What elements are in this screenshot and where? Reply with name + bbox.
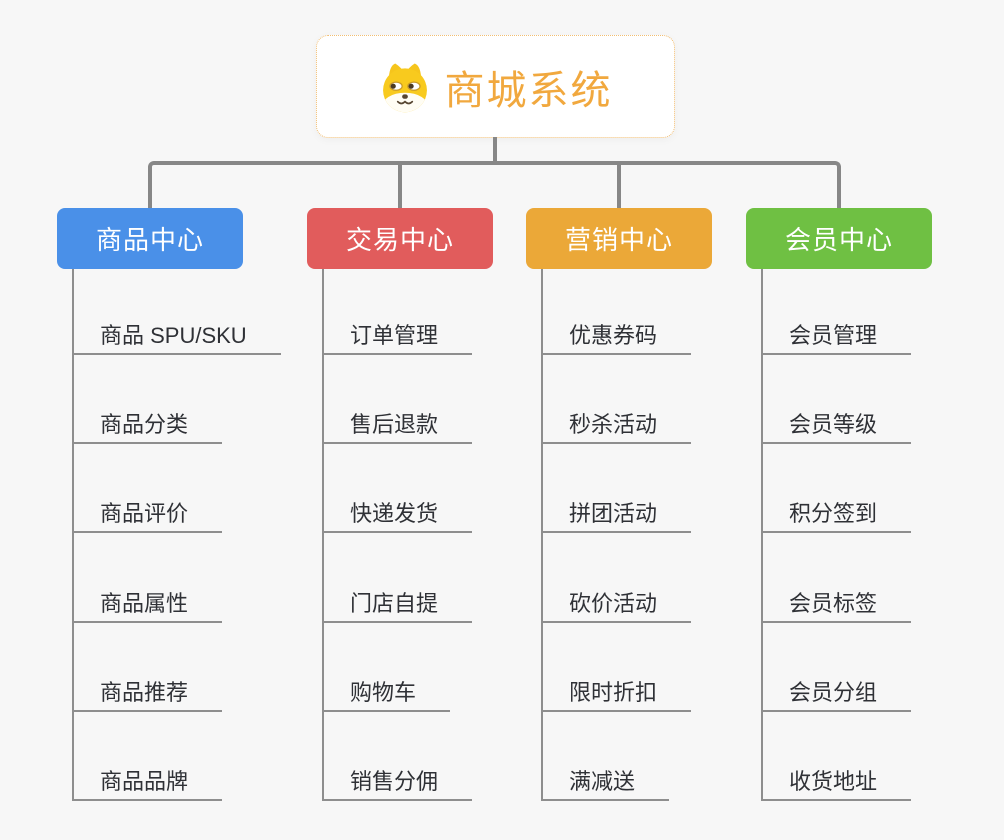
subtopic[interactable]: 收货地址 — [761, 765, 912, 801]
root-topic[interactable]: 商城系统 — [316, 35, 675, 138]
shiba-dog-icon — [379, 61, 431, 113]
branch-topic[interactable]: 会员中心 — [746, 208, 932, 269]
connector-bus — [148, 161, 841, 210]
subtopic[interactable]: 会员分组 — [761, 676, 912, 712]
subtopic[interactable]: 会员标签 — [761, 587, 912, 623]
connector-branch-trunk — [541, 269, 543, 801]
connector-branch-trunk — [72, 269, 74, 801]
subtopic[interactable]: 门店自提 — [322, 587, 473, 623]
subtopic[interactable]: 商品评价 — [72, 497, 223, 533]
subtopic[interactable]: 会员等级 — [761, 408, 912, 444]
subtopic[interactable]: 商品属性 — [72, 587, 223, 623]
subtopic[interactable]: 满减送 — [541, 765, 670, 801]
subtopic[interactable]: 购物车 — [322, 676, 451, 712]
subtopic[interactable]: 砍价活动 — [541, 587, 692, 623]
connector-branch-drop — [617, 161, 621, 208]
connector-branch-trunk — [761, 269, 763, 801]
branch-topic[interactable]: 营销中心 — [526, 208, 712, 269]
subtopic[interactable]: 商品 SPU/SKU — [72, 319, 281, 355]
branch-topic-label: 交易中心 — [345, 225, 454, 255]
subtopic[interactable]: 商品分类 — [72, 408, 223, 444]
root-topic-title: 商城系统 — [444, 68, 613, 113]
subtopic[interactable]: 优惠券码 — [541, 319, 692, 355]
subtopic[interactable]: 会员管理 — [761, 319, 912, 355]
subtopic[interactable]: 拼团活动 — [541, 497, 692, 533]
subtopic[interactable]: 秒杀活动 — [541, 408, 692, 444]
subtopic[interactable]: 快递发货 — [322, 497, 473, 533]
branch-topic-label: 营销中心 — [564, 225, 673, 255]
subtopic[interactable]: 限时折扣 — [541, 676, 692, 712]
branch-topic-label: 商品中心 — [95, 225, 204, 255]
connector-branch-trunk — [322, 269, 324, 801]
connector-root-stem — [493, 137, 497, 165]
subtopic[interactable]: 销售分佣 — [322, 765, 473, 801]
subtopic[interactable]: 售后退款 — [322, 408, 473, 444]
subtopic[interactable]: 积分签到 — [761, 497, 912, 533]
branch-topic[interactable]: 交易中心 — [307, 208, 493, 269]
subtopic[interactable]: 商品推荐 — [72, 676, 223, 712]
branch-topic-label: 会员中心 — [784, 225, 893, 255]
subtopic[interactable]: 商品品牌 — [72, 765, 223, 801]
connector-branch-drop — [398, 161, 402, 208]
subtopic[interactable]: 订单管理 — [322, 319, 473, 355]
branch-topic[interactable]: 商品中心 — [57, 208, 243, 269]
